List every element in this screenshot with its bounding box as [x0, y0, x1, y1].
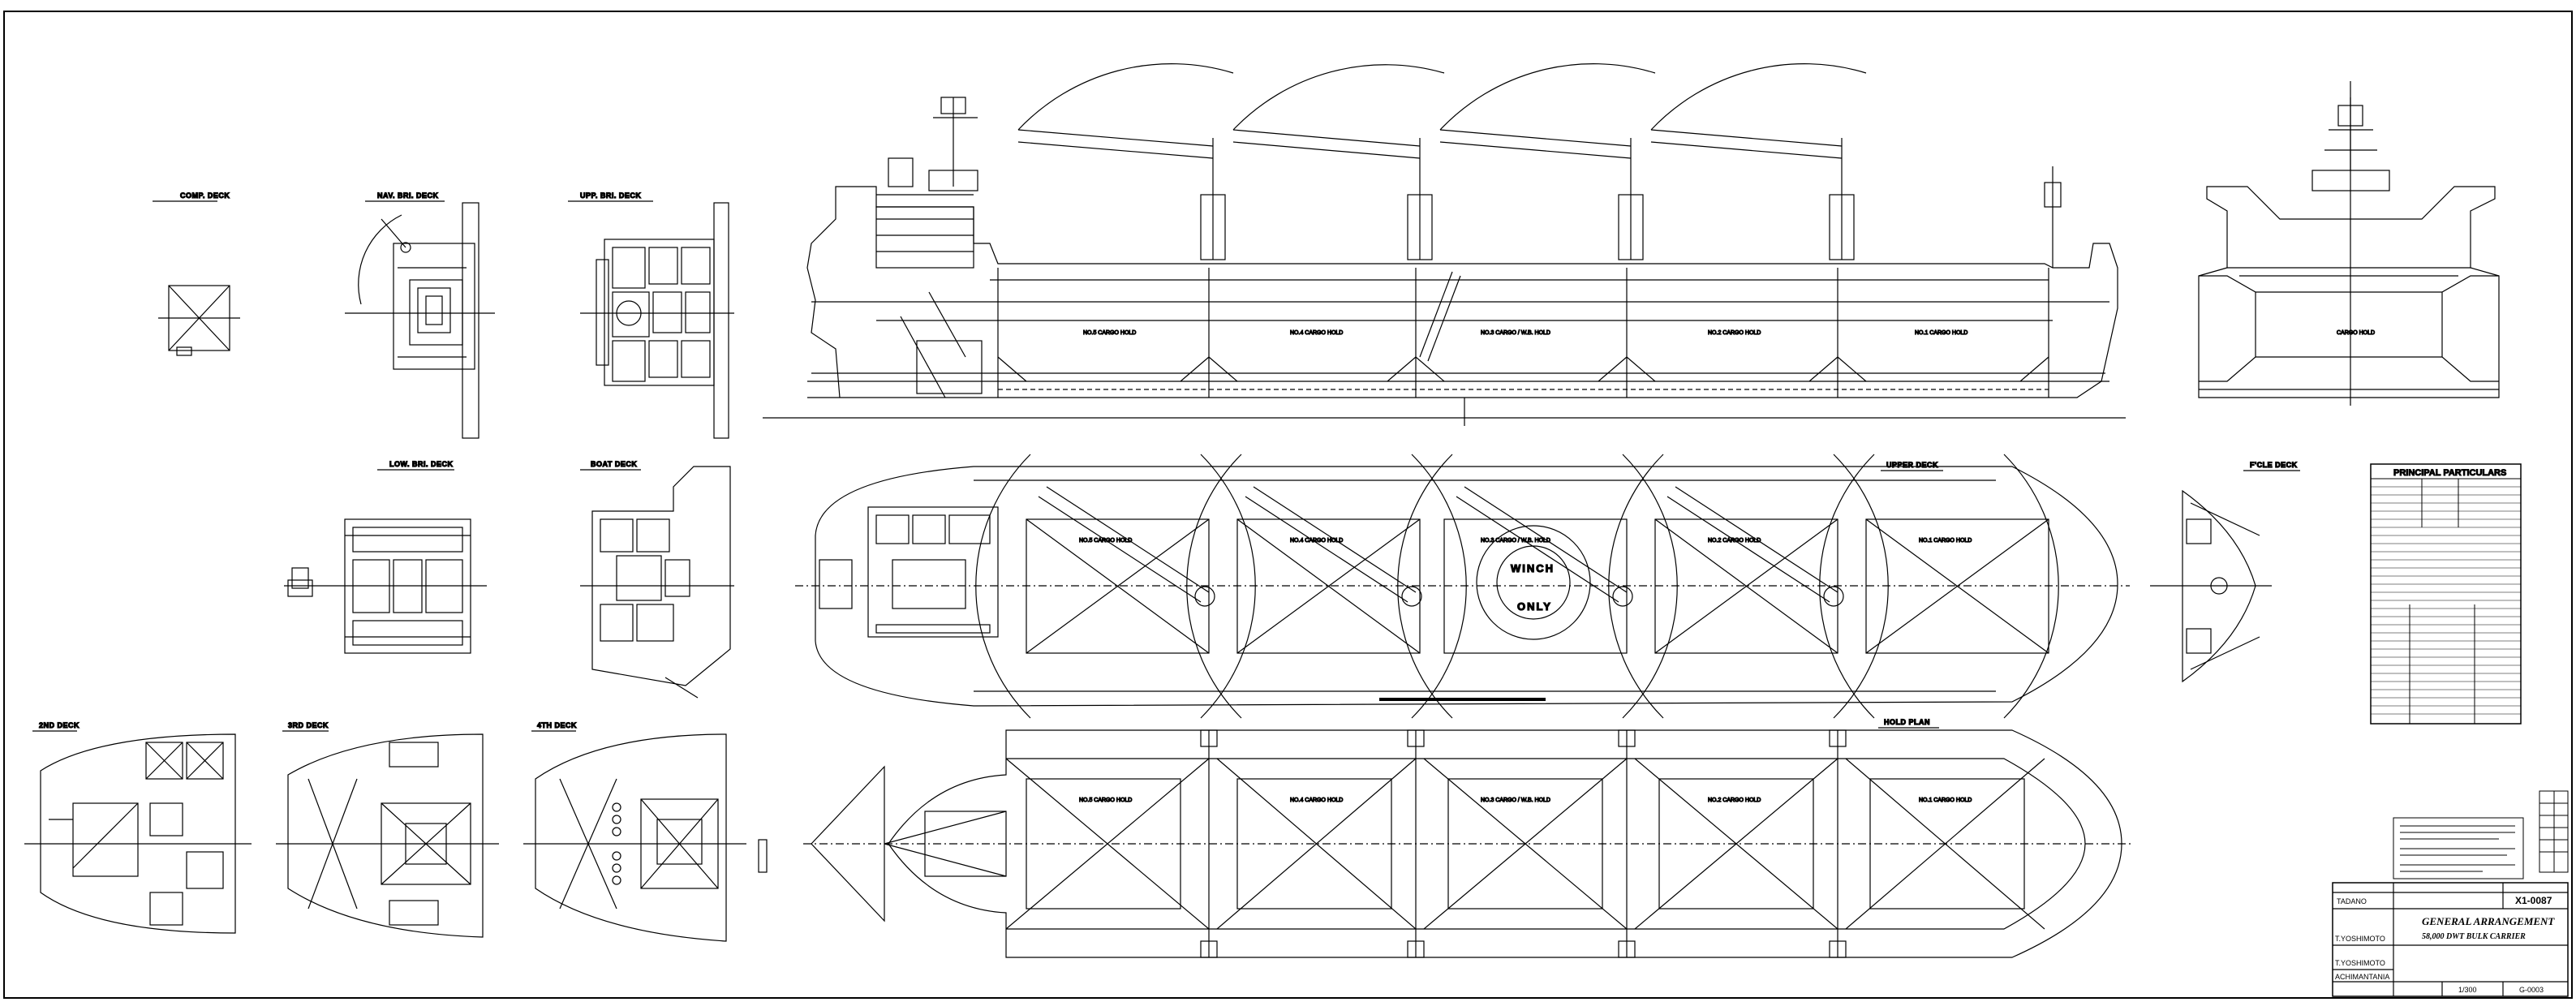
profile-hold-label-2: NO.2 CARGO HOLD	[1708, 330, 1761, 336]
second-deck-label: 2ND DECK	[39, 721, 80, 729]
boat-deck-label: BOAT DECK	[591, 460, 637, 468]
midship-section: CARGO HOLD	[2198, 81, 2500, 406]
third-deck-view: 3RD DECK	[276, 720, 499, 938]
nav-bridge-deck-label: NAV. BRI. DECK	[377, 191, 439, 200]
profile-hold-label-3: NO.3 CARGO / W.B. HOLD	[1481, 330, 1550, 336]
title-drawing-number: G-0003	[2519, 986, 2544, 994]
profile-hold-label-1: NO.1 CARGO HOLD	[1915, 330, 1967, 336]
plan-hold-label-1: NO.1 CARGO HOLD	[1919, 798, 1972, 803]
crane-4	[1650, 63, 1867, 260]
notes-box	[2393, 817, 2524, 879]
compass-deck-view: COMP. DECK	[153, 191, 240, 356]
title-scale: 1/300	[2458, 986, 2477, 994]
nav-bridge-deck-view: NAV. BRI. DECK	[345, 191, 495, 439]
profile-hold-label-5: NO.5 CARGO HOLD	[1083, 330, 1136, 336]
upper-deck-label: UPPER DECK	[1886, 461, 1938, 469]
title-hull-number: X1-0087	[2515, 895, 2552, 906]
boat-deck-view: BOAT DECK	[580, 459, 734, 699]
crane-3	[1439, 63, 1656, 260]
upper-bridge-deck-view: UPP. BRI. DECK	[568, 191, 734, 439]
title-yard: ACHIMANTANIA	[2335, 973, 2389, 981]
hold-plan: HOLD PLAN NO.5 CARGO HOLD N	[803, 717, 2134, 958]
forecastle-deck-label: F'CLE DECK	[2250, 461, 2298, 469]
title-company: TADANO	[2337, 897, 2367, 905]
deck-hold-label-3: NO.3 CARGO / W.B. HOLD	[1481, 538, 1550, 544]
revision-strip	[2539, 790, 2569, 873]
deck-hold-label-4: NO.4 CARGO HOLD	[1290, 538, 1343, 544]
particulars-title: PRINCIPAL PARTICULARS	[2393, 468, 2506, 478]
forecastle-deck-view: F'CLE DECK	[2150, 460, 2300, 683]
lower-bridge-deck-label: LOW. BRI. DECK	[389, 460, 454, 468]
winch-label: WINCH	[1511, 562, 1555, 574]
lower-bridge-deck-view: LOW. BRI. DECK	[284, 459, 487, 654]
third-deck-label: 3RD DECK	[288, 721, 329, 729]
deck-hold-label-5: NO.5 CARGO HOLD	[1079, 538, 1132, 544]
profile-hold-label-4: NO.4 CARGO HOLD	[1290, 330, 1343, 336]
only-label: ONLY	[1517, 600, 1552, 613]
sheet-border	[3, 11, 2573, 999]
deck-hold-label-2: NO.2 CARGO HOLD	[1708, 538, 1761, 544]
title-drawing-subtitle: 58,000 DWT BULK CARRIER	[2422, 932, 2526, 941]
second-deck-view: 2ND DECK	[24, 720, 252, 934]
crane-1	[1017, 63, 1234, 260]
hold-plan-label: HOLD PLAN	[1884, 718, 1930, 726]
plan-hold-label-5: NO.5 CARGO HOLD	[1079, 798, 1132, 803]
midship-hold-label: CARGO HOLD	[2337, 330, 2375, 336]
title-drawing-title: GENERAL ARRANGEMENT	[2422, 915, 2555, 927]
plan-hold-label-4: NO.4 CARGO HOLD	[1290, 798, 1343, 803]
upper-bridge-deck-label: UPP. BRI. DECK	[580, 191, 641, 200]
upper-deck-plan: UPPER DECK NO.5 CARGO HOLD NO.4 CARGO HO…	[795, 454, 2130, 719]
principal-particulars-table: PRINCIPAL PARTICULARS	[2370, 463, 2522, 725]
fourth-deck-view: 4TH DECK	[523, 720, 768, 942]
profile-elevation: NO.5 CARGO HOLD NO.4 CARGO HOLD NO.3 CAR…	[763, 63, 2126, 426]
deck-hold-label-1: NO.1 CARGO HOLD	[1919, 538, 1972, 544]
fourth-deck-label: 4TH DECK	[537, 721, 577, 729]
title-name-2: T.YOSHIMOTO	[2335, 959, 2385, 967]
title-name-1: T.YOSHIMOTO	[2335, 935, 2385, 943]
title-block	[2332, 882, 2569, 997]
compass-deck-label: COMP. DECK	[180, 191, 230, 200]
crane-2	[1232, 64, 1445, 260]
plan-hold-label-2: NO.2 CARGO HOLD	[1708, 798, 1761, 803]
plan-hold-label-3: NO.3 CARGO / W.B. HOLD	[1481, 798, 1550, 803]
